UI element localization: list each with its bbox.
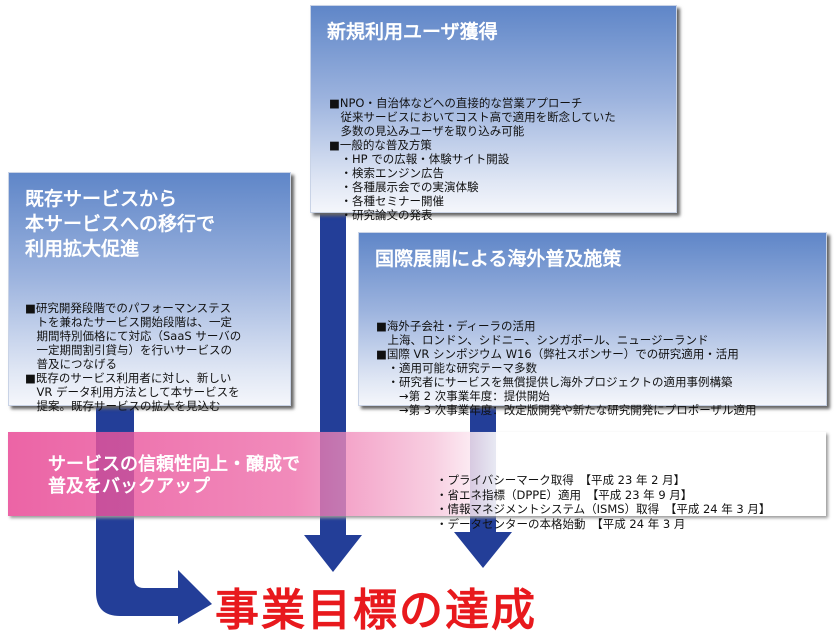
line: ・研究者にサービスを無償提供し海外プロジェクトの適用事例構築 (376, 375, 733, 389)
line: トを兼ねたサービス開始段階は、一定 (25, 315, 232, 329)
list-item: ・プライバシーマーク取得 【平成 23 年 2 月】 (436, 473, 686, 487)
line: 期間特別価格にて対応（SaaS サーバの (25, 329, 242, 343)
trust-list: ・プライバシーマーク取得 【平成 23 年 2 月】・省エネ指標（DPPE）適用… (436, 444, 770, 560)
arrow-top-to-goal (304, 205, 362, 572)
line: →第 2 次事業年度：提供開始 (376, 389, 550, 403)
line: 提案。既存サービスの拡大を見込む (25, 399, 221, 413)
line: ■NPO・自治体などへの直接的な営業アプローチ (329, 96, 583, 110)
trust-title: サービスの信頼性向上・醸成で 普及をバックアップ (48, 454, 300, 497)
line: ■研究開発段階でのパフォーマンステス (25, 301, 232, 315)
global-title: 国際展開による海外普及施策 (375, 248, 622, 270)
trust-band: サービスの信頼性向上・醸成で 普及をバックアップ ・プライバシーマーク取得 【平… (8, 432, 826, 531)
line: ・各種展示会での実演体験 (329, 180, 479, 194)
line: 多数の見込みユーザを取り込み可能 (329, 124, 525, 138)
line: VR データ利用方法として本サービスを (25, 385, 240, 399)
line: 普及につなげる (25, 357, 117, 371)
line: ・HP での広報・体験サイト開設 (329, 152, 510, 166)
global-body: ■海外子会社・ディーラの活用 上海、ロンドン、シドニー、シンガポール、ニュージー… (376, 291, 757, 445)
line: ■既存のサービス利用者に対し、新しい (25, 371, 232, 385)
line: ・研究論文の発表 (329, 208, 433, 222)
new-users-body: ■NPO・自治体などへの直接的な営業アプローチ 従来サービスにおいてコスト高で適… (329, 68, 616, 250)
line: ・検索エンジン広告 (329, 166, 444, 180)
line: 一定期間割引貸与）を行いサービスの (25, 343, 232, 357)
line: ■海外子会社・ディーラの活用 (376, 319, 536, 333)
list-item: ・データセンターの本格始動 【平成 24 年 3 月 (436, 516, 686, 531)
goal-text: 事業目標の達成 (215, 585, 537, 631)
migration-title: 既存サービスから 本サービスへの移行で 利用拡大促進 (25, 188, 216, 260)
list-item: ・情報マネジメントシステム（ISMS）取得 【平成 24 年 3 月】 (436, 502, 771, 516)
line: ・適用可能な研究テーマ多数 (376, 361, 537, 375)
new-users-box: 新規利用ユーザ獲得 ■NPO・自治体などへの直接的な営業アプローチ 従来サービス… (310, 5, 677, 222)
migration-box: 既存サービスから 本サービスへの移行で 利用拡大促進 ■研究開発段階でのパフォー… (8, 172, 291, 413)
line: 上海、ロンドン、シドニー、シンガポール、ニュージーランド (376, 333, 709, 347)
list-item: ・省エネ指標（DPPE）適用 【平成 23 年 9 月】 (436, 487, 693, 502)
line: ■一般的な普及方策 (329, 138, 432, 152)
line: →第 3 次事業年度：改定版開発や新たな研究開発にプロポーザル適用 (376, 403, 757, 417)
line: ・各種セミナー開催 (329, 194, 444, 208)
line: 従来サービスにおいてコスト高で適用を断念していた (329, 110, 616, 124)
line: ■国際 VR シンポジウム W16（弊社スポンサー）での研究適用・活用 (376, 347, 739, 361)
migration-body: ■研究開発段階でのパフォーマンステス トを兼ねたサービス開始段階は、一定 期間特… (25, 273, 241, 441)
new-users-title: 新規利用ユーザ獲得 (327, 21, 498, 43)
global-box: 国際展開による海外普及施策 ■海外子会社・ディーラの活用 上海、ロンドン、シドニ… (358, 232, 827, 417)
